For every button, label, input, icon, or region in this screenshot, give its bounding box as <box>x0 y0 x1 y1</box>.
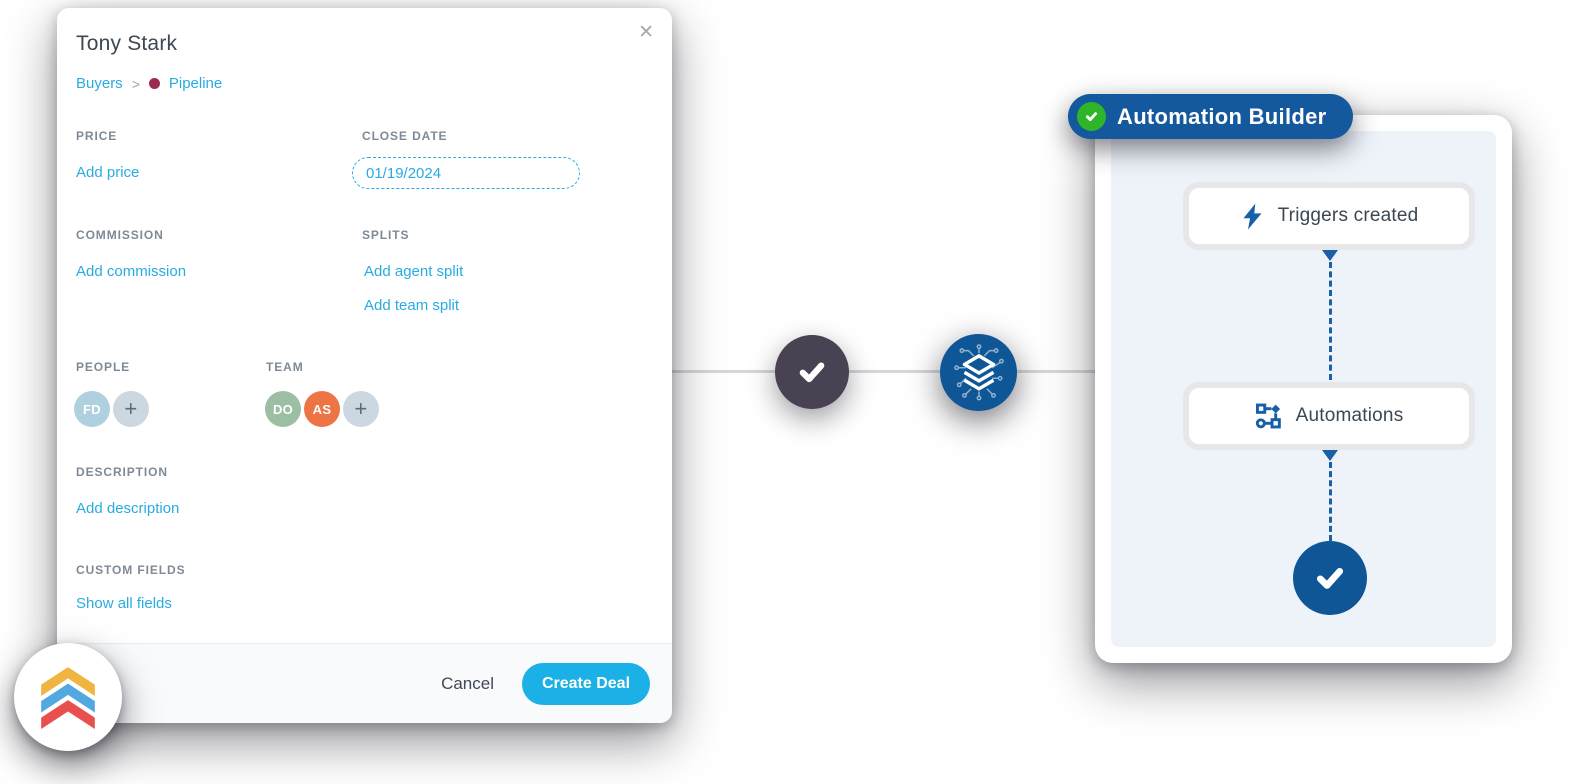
team-label: TEAM <box>266 360 304 374</box>
cancel-button[interactable]: Cancel <box>441 673 494 693</box>
node-label: Triggers created <box>1277 205 1419 226</box>
flow-dashed-line <box>1329 262 1332 380</box>
people-avatar-group: FD + <box>74 391 149 427</box>
add-team-split-link[interactable]: Add team split <box>364 297 460 314</box>
close-icon[interactable]: ✕ <box>638 22 654 43</box>
close-date-value: 01/19/2024 <box>366 164 442 182</box>
success-check-icon <box>1077 102 1106 131</box>
add-description-link[interactable]: Add description <box>76 500 180 517</box>
chevron-right-icon: > <box>131 75 140 92</box>
flow-dashed-line <box>1329 462 1332 541</box>
workflow-icon <box>1255 403 1281 429</box>
avatar[interactable]: DO <box>265 391 301 427</box>
breadcrumb: Buyers > Pipeline <box>76 75 222 92</box>
check-icon <box>799 362 825 383</box>
arrow-down-icon <box>1322 450 1338 461</box>
badge-label: Automation Builder <box>1117 103 1327 129</box>
team-avatar-group: DO AS + <box>265 391 379 427</box>
add-price-link[interactable]: Add price <box>76 164 140 181</box>
add-team-member-button[interactable]: + <box>343 391 379 427</box>
automations-node[interactable]: Automations <box>1183 382 1475 450</box>
create-deal-button[interactable]: Create Deal <box>522 662 650 705</box>
check-icon <box>1316 567 1344 589</box>
add-person-button[interactable]: + <box>113 391 149 427</box>
create-deal-modal: ✕ Tony Stark Buyers > Pipeline PRICE CLO… <box>57 8 672 723</box>
price-label: PRICE <box>76 129 118 143</box>
close-date-field[interactable]: 01/19/2024 <box>352 157 580 189</box>
modal-footer: Cancel Create Deal <box>57 643 672 723</box>
automation-engine-circle <box>940 334 1017 411</box>
stage-dot-icon <box>148 78 160 89</box>
flow-complete-check-circle <box>1293 541 1367 615</box>
triggers-node[interactable]: Triggers created <box>1183 182 1475 250</box>
custom-fields-label: CUSTOM FIELDS <box>76 563 186 577</box>
node-label: Automations <box>1295 405 1404 426</box>
add-commission-link[interactable]: Add commission <box>76 263 187 280</box>
flow-connector-line <box>600 370 1120 373</box>
people-label: PEOPLE <box>76 360 131 374</box>
automation-builder-badge: Automation Builder <box>1068 94 1353 139</box>
layers-circuit-icon <box>953 343 1004 400</box>
arrow-down-icon <box>1322 250 1338 261</box>
description-label: DESCRIPTION <box>76 465 168 479</box>
lightning-icon <box>1243 203 1262 229</box>
breadcrumb-stage-link[interactable]: Pipeline <box>168 75 223 92</box>
breadcrumb-group-link[interactable]: Buyers <box>76 75 123 92</box>
brand-logo <box>14 643 122 751</box>
show-all-fields-link[interactable]: Show all fields <box>76 595 172 612</box>
avatar[interactable]: AS <box>304 391 340 427</box>
add-agent-split-link[interactable]: Add agent split <box>364 263 464 280</box>
commission-label: COMMISSION <box>76 228 164 242</box>
triple-chevron-logo-icon <box>41 667 95 729</box>
deal-created-check-circle <box>775 335 849 409</box>
splits-label: SPLITS <box>362 228 410 242</box>
avatar[interactable]: FD <box>74 391 110 427</box>
page-title: Tony Stark <box>76 32 178 55</box>
close-date-label: CLOSE DATE <box>362 129 448 143</box>
